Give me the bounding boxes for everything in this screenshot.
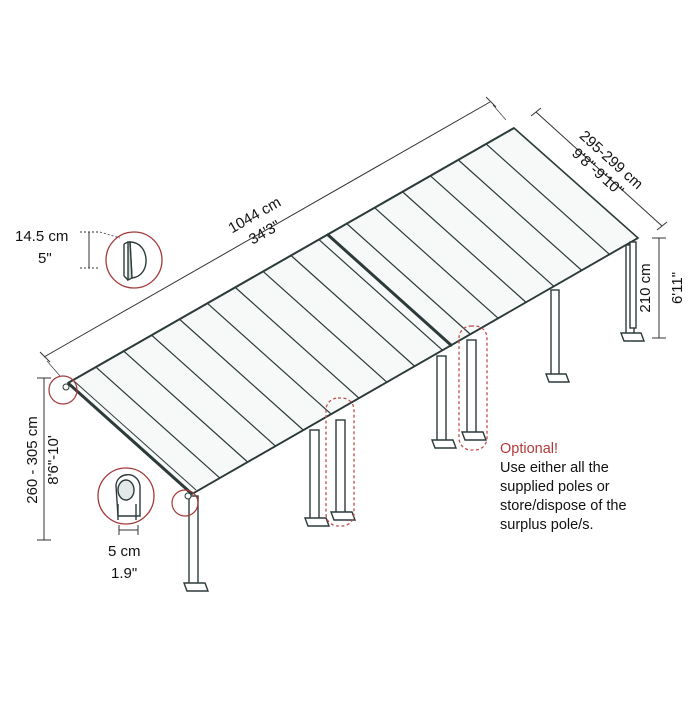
posts xyxy=(182,241,646,592)
corner-callout-top xyxy=(48,375,78,405)
depth-dimension-line xyxy=(535,111,663,227)
front-beam-inner xyxy=(73,380,197,491)
note-line-4: surplus pole/s. xyxy=(500,517,594,533)
panel-divider xyxy=(290,255,416,367)
corner-bracket-bottom xyxy=(184,492,192,500)
note-title: Optional! xyxy=(500,441,559,457)
panel-divider xyxy=(123,350,249,463)
length-dimension-line xyxy=(43,101,491,358)
post-front-3 xyxy=(430,355,458,449)
callouts xyxy=(48,231,199,525)
panel-divider xyxy=(234,286,360,399)
panel-divider xyxy=(318,239,444,352)
post-profile-icon xyxy=(115,474,141,520)
front-height-ft-label: 8'6"-10' xyxy=(45,435,62,485)
post-front-left xyxy=(182,495,210,592)
optional-note: Optional! Use either all the supplied po… xyxy=(500,440,690,535)
beam-profile-cm-label: 14.5 cm xyxy=(15,228,68,245)
note-line-1: Use either all the xyxy=(500,460,609,476)
post-width-cm-label: 5 cm xyxy=(108,543,141,560)
panel-divider xyxy=(95,366,221,479)
corner-bracket-top xyxy=(62,383,70,391)
corner-callout-bottom xyxy=(171,489,199,517)
back-height-ft-label: 6'11" xyxy=(669,272,686,304)
note-line-2: supplied poles or xyxy=(500,479,610,495)
panel-divider xyxy=(374,207,500,320)
panel-divider xyxy=(429,175,555,288)
optional-post-outlines xyxy=(325,325,488,527)
optional-outline-2 xyxy=(458,325,488,451)
post-front-2 xyxy=(303,429,331,527)
post-back-right xyxy=(629,241,637,329)
back-height-cm-label: 210 cm xyxy=(637,263,654,312)
panel-divider xyxy=(485,143,611,256)
panel-divider xyxy=(346,223,472,336)
beam-profile-icon xyxy=(123,241,147,282)
roof xyxy=(66,127,640,496)
panel-divider xyxy=(402,191,527,304)
center-joint xyxy=(325,232,454,348)
beam-profile-in-label: 5" xyxy=(38,250,52,267)
optional-outline-1 xyxy=(325,397,355,527)
panel-divider-lines xyxy=(95,143,611,479)
front-height-cm-label: 260 - 305 cm xyxy=(24,416,41,504)
dimension-annotations xyxy=(37,96,668,541)
beam-callout-dash xyxy=(99,231,121,239)
panel-divider xyxy=(151,334,277,447)
optional-post-2 xyxy=(460,339,488,441)
front-edge xyxy=(191,237,639,495)
panel-divider xyxy=(206,302,332,415)
panel-divider xyxy=(262,270,388,383)
note-line-3: store/dispose of the xyxy=(500,498,627,514)
post-front-4 xyxy=(544,289,571,383)
post-width-in-label: 1.9" xyxy=(111,565,137,582)
front-beam xyxy=(66,381,194,496)
optional-post-1 xyxy=(329,419,357,521)
panel-divider xyxy=(179,318,304,431)
panel-divider xyxy=(457,159,583,272)
